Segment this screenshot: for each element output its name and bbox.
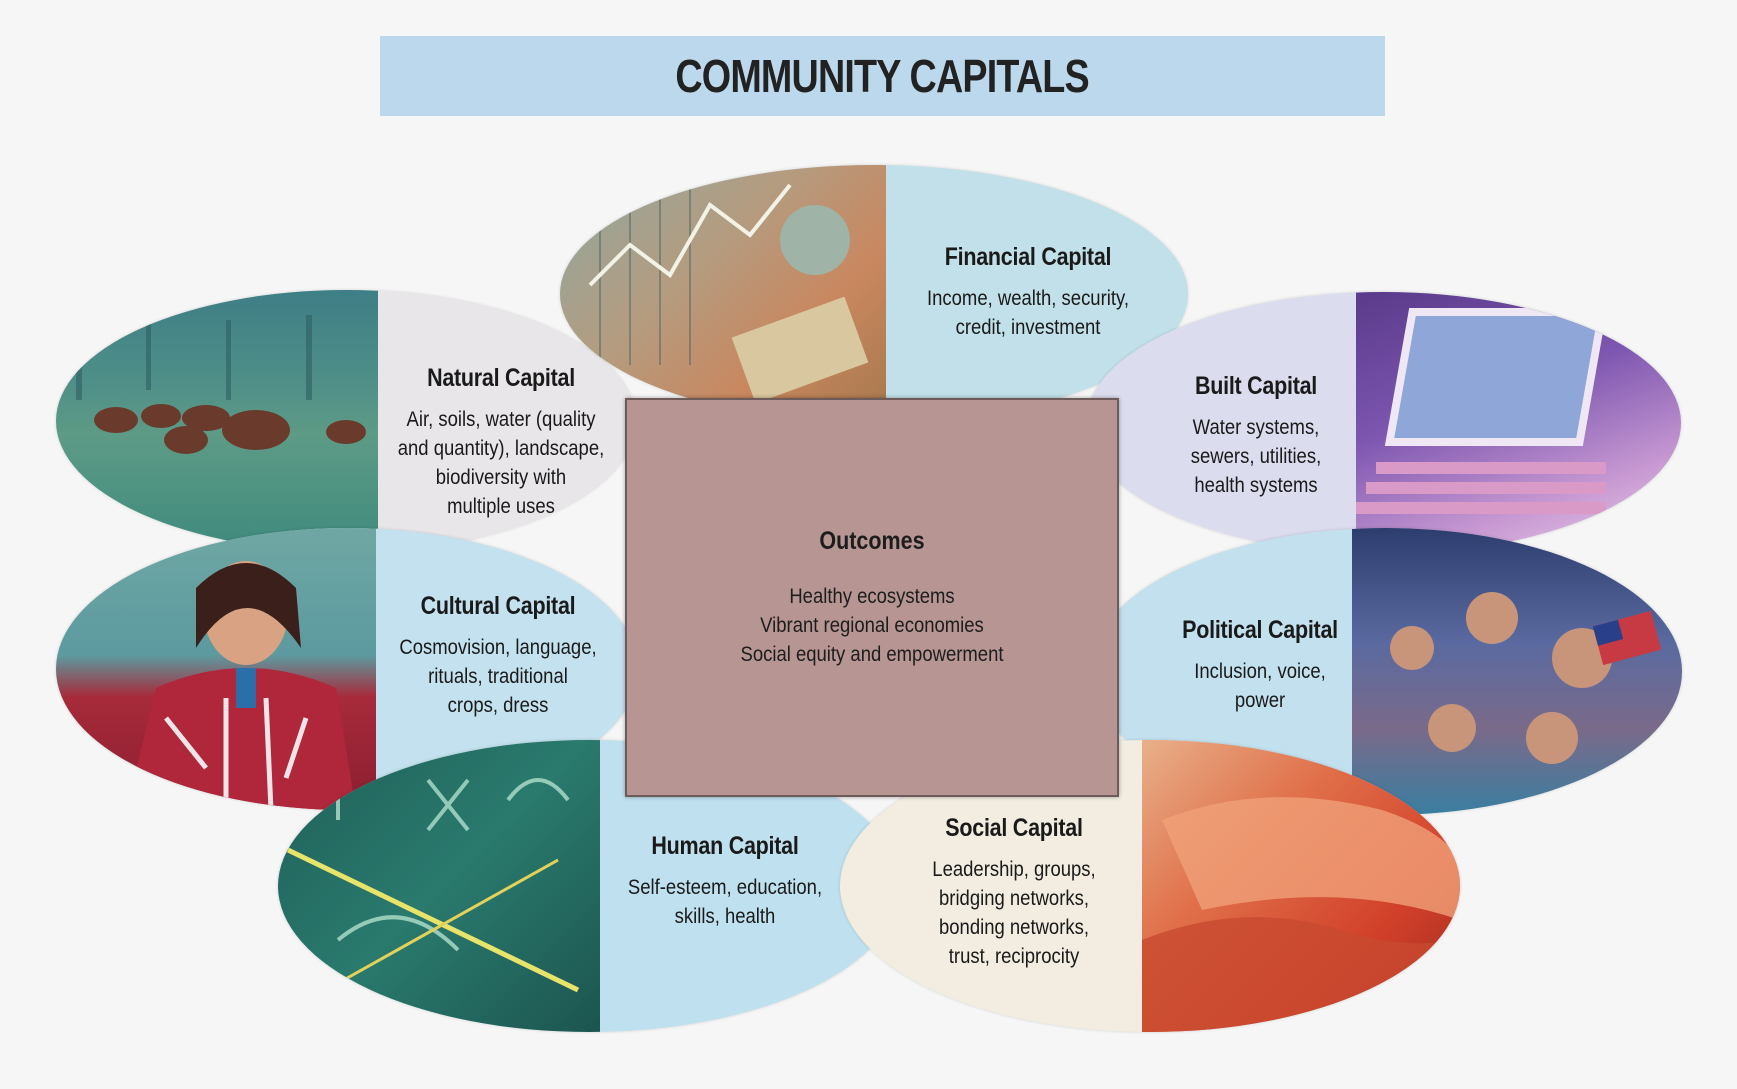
- page-title: COMMUNITY CAPITALS: [675, 50, 1090, 102]
- social-capital-line: Leadership, groups,: [932, 858, 1096, 881]
- title-banner: COMMUNITY CAPITALS: [380, 36, 1385, 116]
- financial-capital-text: Financial Capital Income, wealth, securi…: [888, 243, 1168, 342]
- outcomes-box: Outcomes Healthy ecosystems Vibrant regi…: [625, 398, 1119, 797]
- political-capital-text: Political Capital Inclusion, voice, powe…: [1140, 616, 1380, 715]
- natural-capital-text: Natural Capital Air, soils, water (quali…: [381, 364, 621, 521]
- natural-capital-line: and quantity), landscape,: [397, 437, 605, 460]
- laptop-illustration: [1356, 308, 1608, 514]
- human-capital-line: skills, health: [674, 905, 776, 928]
- natural-capital-petal: Natural Capital Air, soils, water (quali…: [56, 290, 636, 552]
- social-capital-text: Social Capital Leadership, groups, bridg…: [884, 814, 1144, 971]
- social-capital-heading: Social Capital: [945, 814, 1083, 842]
- natural-capital-line: biodiversity with: [435, 466, 567, 489]
- outcome-item: Vibrant regional economies: [760, 614, 984, 637]
- social-capital-petal: Social Capital Leadership, groups, bridg…: [840, 740, 1460, 1032]
- political-capital-heading: Political Capital: [1182, 616, 1338, 644]
- built-capital-heading: Built Capital: [1194, 372, 1318, 400]
- human-capital-petal: Human Capital Self-esteem, education, sk…: [278, 740, 900, 1032]
- built-capital-line: health systems: [1194, 474, 1318, 497]
- crowd-illustration: [1390, 592, 1662, 764]
- financial-capital-heading: Financial Capital: [944, 243, 1112, 271]
- natural-capital-heading: Natural Capital: [427, 364, 575, 392]
- hands-photo: [1142, 740, 1460, 1032]
- built-capital-petal: Built Capital Water systems, sewers, uti…: [1086, 292, 1681, 554]
- chalkboard-illustration: [286, 770, 580, 1002]
- human-capital-line: Self-esteem, education,: [627, 876, 823, 899]
- social-capital-line: bonding networks,: [938, 916, 1089, 939]
- cattle-pasture-photo: [56, 290, 378, 552]
- cattle-illustration: [76, 300, 366, 454]
- chalkboard-photo: [278, 740, 600, 1032]
- human-capital-heading: Human Capital: [651, 832, 799, 860]
- built-capital-text: Built Capital Water systems, sewers, uti…: [1136, 372, 1376, 500]
- money-illustration: [588, 183, 869, 404]
- political-capital-line: Inclusion, voice,: [1194, 660, 1326, 683]
- outcome-item: Social equity and empowerment: [740, 643, 1004, 666]
- financial-capital-line: Income, wealth, security,: [926, 287, 1129, 310]
- outcomes-list: Healthy ecosystems Vibrant regional econ…: [627, 582, 1117, 669]
- cultural-capital-text: Cultural Capital Cosmovision, language, …: [378, 592, 618, 720]
- laptop-photo: [1356, 292, 1681, 554]
- political-capital-line: power: [1234, 689, 1286, 712]
- financial-capital-petal: Financial Capital Income, wealth, securi…: [560, 165, 1188, 423]
- cultural-capital-line: rituals, traditional: [428, 665, 568, 688]
- natural-capital-line: Air, soils, water (quality: [406, 408, 596, 431]
- human-capital-text: Human Capital Self-esteem, education, sk…: [600, 832, 850, 931]
- outcomes-heading: Outcomes: [819, 527, 925, 555]
- natural-capital-line: multiple uses: [447, 495, 555, 518]
- cultural-capital-line: Cosmovision, language,: [399, 636, 597, 659]
- money-photo: [560, 165, 886, 423]
- built-capital-line: sewers, utilities,: [1190, 445, 1322, 468]
- built-capital-line: Water systems,: [1192, 416, 1320, 439]
- social-capital-line: trust, reciprocity: [948, 945, 1080, 968]
- social-capital-line: bridging networks,: [939, 887, 1089, 910]
- cultural-capital-heading: Cultural Capital: [420, 592, 576, 620]
- cultural-capital-line: crops, dress: [447, 694, 549, 717]
- hands-illustration: [1142, 797, 1460, 1032]
- financial-capital-line: credit, investment: [955, 316, 1101, 339]
- outcome-item: Healthy ecosystems: [789, 585, 955, 608]
